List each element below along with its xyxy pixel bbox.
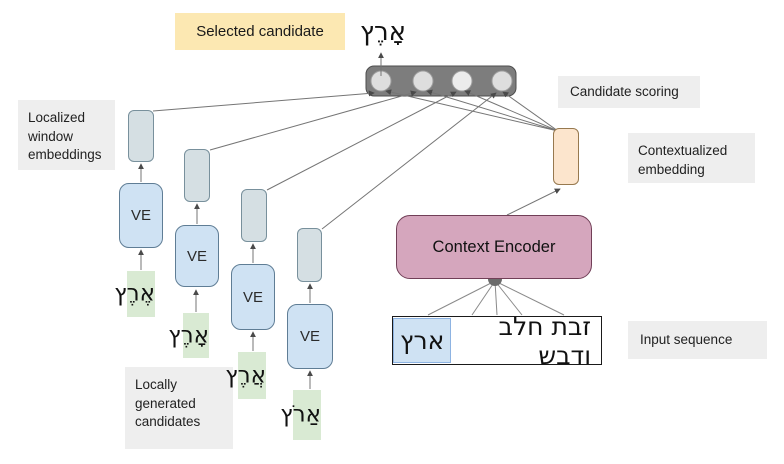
window-embedding-3 xyxy=(241,189,267,242)
candidate-word-1: אֶרֶץ xyxy=(114,280,155,307)
candidate-scoring-module xyxy=(365,65,517,97)
contextualized-embedding-label: Contextualized embedding xyxy=(628,133,755,183)
edges-context-to-scoring xyxy=(385,89,559,132)
candidate-box-2: אָרֶץ xyxy=(168,313,209,358)
ve-box-4: VE xyxy=(287,304,333,369)
candidate-scoring-label: Candidate scoring xyxy=(558,76,700,108)
localized-window-embeddings-label: Localized window embeddings xyxy=(18,100,115,170)
ve-box-2: VE xyxy=(175,225,219,287)
edge-encoder-to-context xyxy=(506,188,561,216)
candidate-box-3: אֲרֶץ xyxy=(225,352,266,399)
locally-generated-candidates-label: Locally generated candidates xyxy=(125,367,233,449)
candidate-word-2: אָרֶץ xyxy=(168,321,209,348)
candidate-box-1: אֶרֶץ xyxy=(114,271,155,317)
selected-candidate-text: Selected candidate xyxy=(196,23,324,40)
input-sequence-label: Input sequence xyxy=(628,321,767,359)
window-embedding-1 xyxy=(128,110,154,162)
input-rest-text: זבת חלב ודבש xyxy=(498,311,591,370)
scoring-unit-4 xyxy=(491,70,513,92)
fan-junction xyxy=(488,279,502,286)
ve-label: VE xyxy=(299,328,320,345)
candidate-word-3: אֲרֶץ xyxy=(225,361,266,388)
ve-box-3: VE xyxy=(231,264,275,330)
scoring-unit-2 xyxy=(412,70,434,92)
candidate-box-4: אַרֹץ xyxy=(280,390,321,440)
context-encoder-label: Context Encoder xyxy=(432,237,556,256)
ve-label: VE xyxy=(242,288,263,306)
selected-word: אָרֶץ xyxy=(359,17,407,47)
ve-label: VE xyxy=(186,247,207,265)
ve-label: VE xyxy=(130,207,151,224)
scoring-unit-1 xyxy=(370,70,392,92)
input-highlighted-word: ארץ xyxy=(393,318,452,363)
window-embedding-2 xyxy=(184,149,210,202)
candidate-word-4: אַרֹץ xyxy=(280,401,321,428)
contextualized-embedding-rect xyxy=(553,128,579,185)
context-encoder-box: Context Encoder xyxy=(396,215,592,279)
window-embedding-4 xyxy=(297,228,322,282)
edges-input-fan xyxy=(427,279,565,316)
ve-box-1: VE xyxy=(119,183,163,248)
input-sequence-box: ארץ זבת חלב ודבש xyxy=(392,311,602,370)
scoring-unit-3 xyxy=(451,70,473,92)
selected-candidate-label: Selected candidate xyxy=(175,13,345,50)
